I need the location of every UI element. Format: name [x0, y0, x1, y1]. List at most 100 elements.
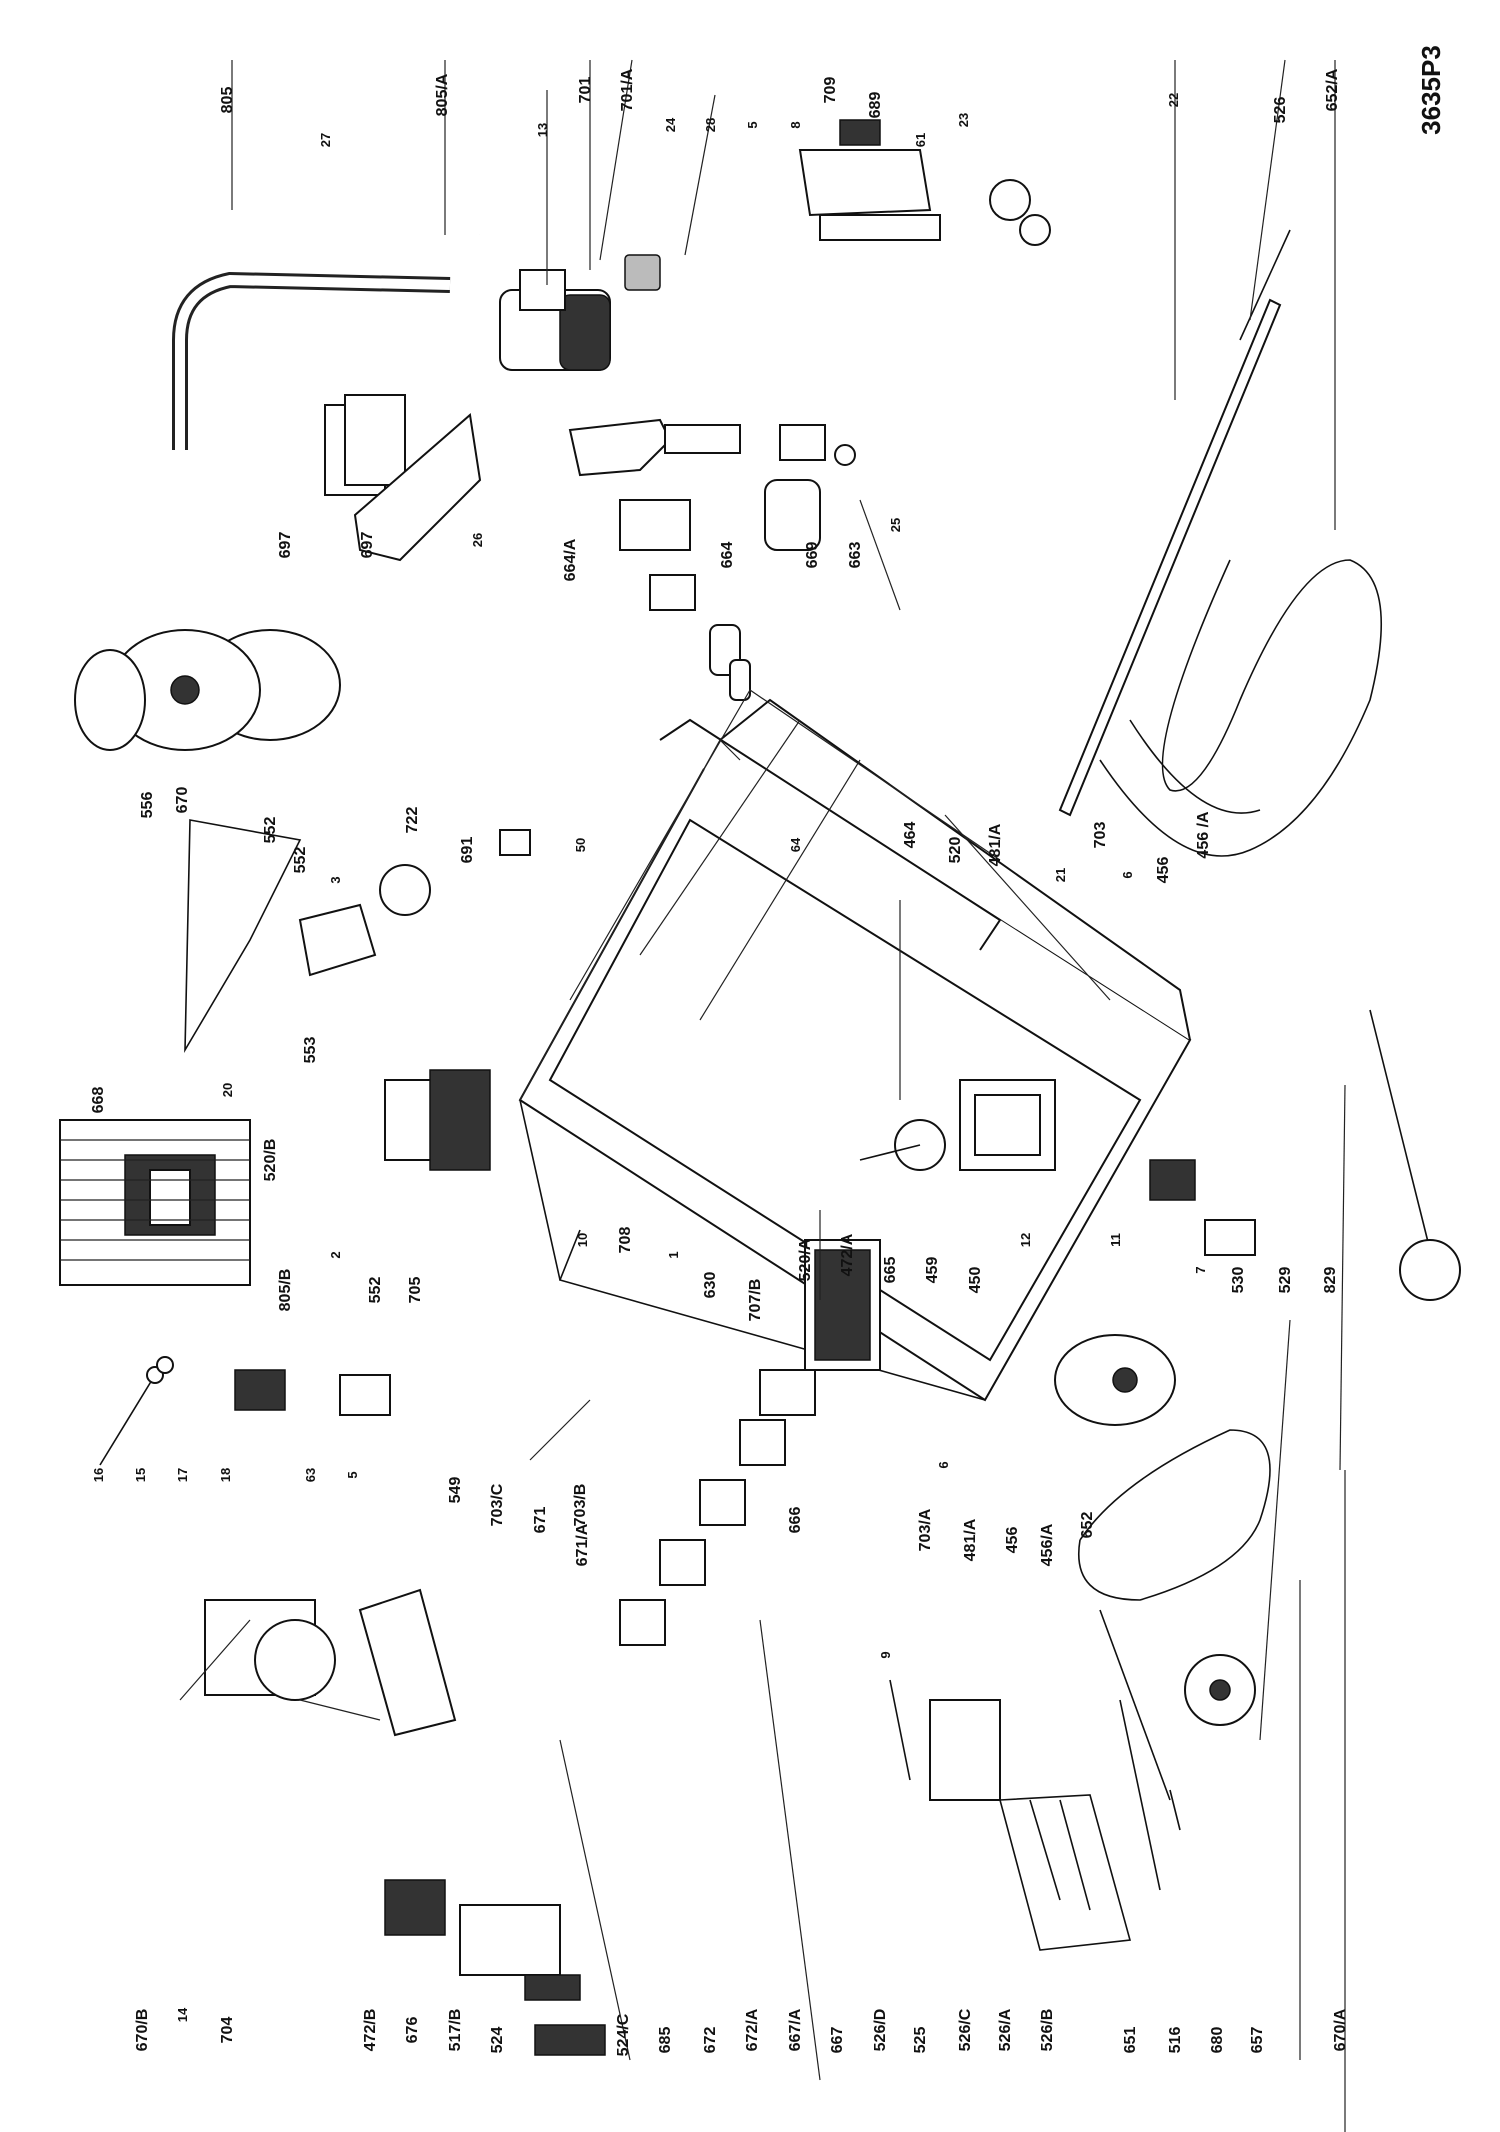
part-label: 549 — [447, 1477, 464, 1504]
part-label: 671 — [532, 1507, 549, 1534]
part-label: 701 — [577, 77, 594, 104]
part-label: 10 — [575, 1233, 590, 1247]
part-label: 805/A — [434, 73, 451, 116]
part-label: 22 — [1166, 93, 1181, 107]
part-label: 520/A — [797, 1238, 814, 1281]
part-label: 691 — [459, 837, 476, 864]
part-label: 703/C — [489, 1483, 506, 1526]
part-label: 1 — [666, 1251, 681, 1258]
part-label: 670/A — [1332, 2008, 1349, 2051]
part-label: 552 — [262, 817, 279, 844]
parts-artwork — [59, 119, 1461, 2056]
part-label: 805/B — [277, 1269, 294, 1312]
part-label: 16 — [91, 1468, 106, 1482]
part-label: 524/C — [615, 2013, 632, 2056]
part-label: 667 — [829, 2027, 846, 2054]
part-label: 630 — [702, 1272, 719, 1299]
part-label: 50 — [573, 838, 588, 852]
part-label: 2 — [328, 1251, 343, 1258]
part-label: 697 — [277, 532, 294, 559]
part-label: 26 — [470, 533, 485, 547]
part-label: 703/B — [572, 1484, 589, 1527]
part-label: 663 — [847, 542, 864, 569]
part-label: 705 — [407, 1277, 424, 1304]
part-label: 651 — [1122, 2027, 1139, 2054]
part-label: 5 — [745, 121, 760, 128]
part-label: 61 — [913, 133, 928, 147]
part-label: 552 — [367, 1277, 384, 1304]
part-label: 697 — [359, 532, 376, 559]
oven-body — [518, 689, 1192, 1402]
part-label: 668 — [90, 1087, 107, 1114]
part-label: 5 — [345, 1471, 360, 1478]
part-label: 24 — [663, 117, 678, 132]
bottom-heating-element — [998, 1609, 1181, 1951]
part-label: 676 — [404, 2017, 421, 2044]
part-label: 529 — [1277, 1267, 1294, 1294]
part-label: 722 — [404, 807, 421, 834]
part-label: 472/A — [839, 1233, 856, 1276]
part-label: 7 — [1193, 1266, 1208, 1273]
part-label: 6 — [936, 1461, 951, 1468]
part-label: 672/A — [744, 2008, 761, 2051]
part-label: 9 — [878, 1651, 893, 1658]
part-label: 63 — [303, 1468, 318, 1482]
part-label: 553 — [302, 1037, 319, 1064]
part-label: 680 — [1209, 2027, 1226, 2054]
part-label: 3 — [328, 876, 343, 883]
part-label: 456 — [1004, 1527, 1021, 1554]
part-label: 652/A — [1324, 68, 1341, 111]
part-label: 707/B — [747, 1279, 764, 1322]
part-label: 708 — [617, 1227, 634, 1254]
part-label: 516 — [1167, 2027, 1184, 2054]
part-label: 526/C — [957, 2008, 974, 2051]
part-label: 17 — [175, 1468, 190, 1482]
part-label: 21 — [1053, 868, 1068, 882]
part-label: 481/A — [962, 1518, 979, 1561]
part-label: 805 — [219, 87, 236, 114]
part-label: 704 — [219, 2017, 236, 2044]
part-label: 64 — [788, 837, 803, 852]
part-label: 6 — [1120, 871, 1135, 878]
part-label: 670 — [174, 787, 191, 814]
part-label: 28 — [703, 118, 718, 132]
part-label: 456 /A — [1195, 811, 1212, 859]
part-label: 27 — [318, 133, 333, 147]
part-label: 12 — [1018, 1233, 1033, 1247]
grill-heating-tubes — [134, 229, 481, 490]
part-label: 657 — [1249, 2027, 1266, 2054]
part-label: 556 — [139, 792, 156, 819]
part-label: 670/B — [134, 2009, 151, 2052]
part-label: 450 — [967, 1267, 984, 1294]
part-label: 709 — [822, 77, 839, 104]
part-label: 456 — [1155, 857, 1172, 884]
part-label: 526/D — [872, 2009, 889, 2052]
part-label: 520/B — [262, 1139, 279, 1182]
part-label: 664/A — [562, 538, 579, 581]
part-label: 14 — [175, 2007, 190, 2022]
part-label: 666 — [787, 1507, 804, 1534]
part-label: 672 — [702, 2027, 719, 2054]
part-label: 464 — [902, 822, 919, 849]
part-label: 701/A — [619, 68, 636, 111]
leader-lines — [179, 59, 1346, 2132]
part-label: 459 — [924, 1257, 941, 1284]
part-label: 829 — [1322, 1267, 1339, 1294]
part-label: 456/A — [1039, 1523, 1056, 1566]
part-label: 13 — [535, 123, 550, 137]
part-label: 685 — [657, 2027, 674, 2054]
part-label: 525 — [912, 2027, 929, 2054]
part-label: 526/A — [997, 2008, 1014, 2051]
part-label: 472/B — [362, 2009, 379, 2052]
part-label: 20 — [220, 1083, 235, 1097]
part-label: 689 — [867, 92, 884, 119]
part-label: 526/B — [1039, 2009, 1056, 2052]
part-label: 517/B — [447, 2009, 464, 2052]
part-label: 552 — [292, 847, 309, 874]
diagram-code: 3635P3 — [1416, 45, 1446, 135]
part-label: 703 — [1092, 822, 1109, 849]
part-label: 15 — [133, 1468, 148, 1482]
part-label: 665 — [882, 1257, 899, 1284]
part-label: 667/A — [787, 2008, 804, 2051]
